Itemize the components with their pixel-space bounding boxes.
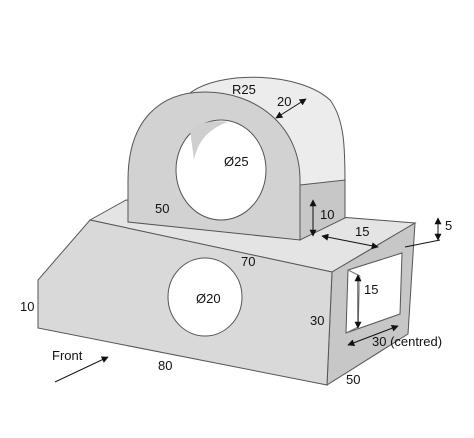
label-boss-height: 10	[320, 207, 334, 222]
label-slot-width: 30 (centred)	[372, 334, 442, 349]
label-view-front: Front	[52, 348, 83, 363]
label-base-length: 70	[241, 254, 255, 269]
dim-line-slot-width	[347, 324, 399, 347]
label-radius: R25	[232, 82, 256, 97]
dim-line-boss-offset	[321, 233, 379, 250]
label-front-hole: Ø20	[196, 291, 221, 306]
label-boss-width: 50	[155, 201, 169, 216]
label-front-edge: 10	[20, 299, 34, 314]
label-slot-height: 15	[364, 282, 378, 297]
label-boss-offset: 15	[355, 224, 369, 239]
label-step-height: 5	[445, 218, 452, 233]
label-base-height: 30	[310, 313, 324, 328]
front-view-arrow	[54, 356, 109, 383]
label-depth: 50	[346, 372, 360, 387]
label-boss-hole: Ø25	[224, 154, 249, 169]
front-hole	[167, 257, 243, 337]
boss-hole-shadow	[190, 121, 228, 160]
boss-hole	[175, 119, 267, 221]
label-front-length: 80	[158, 358, 172, 373]
dim-line-boss-thickness	[275, 98, 307, 119]
label-boss-thickness: 20	[277, 94, 291, 109]
extension-line	[404, 239, 441, 248]
